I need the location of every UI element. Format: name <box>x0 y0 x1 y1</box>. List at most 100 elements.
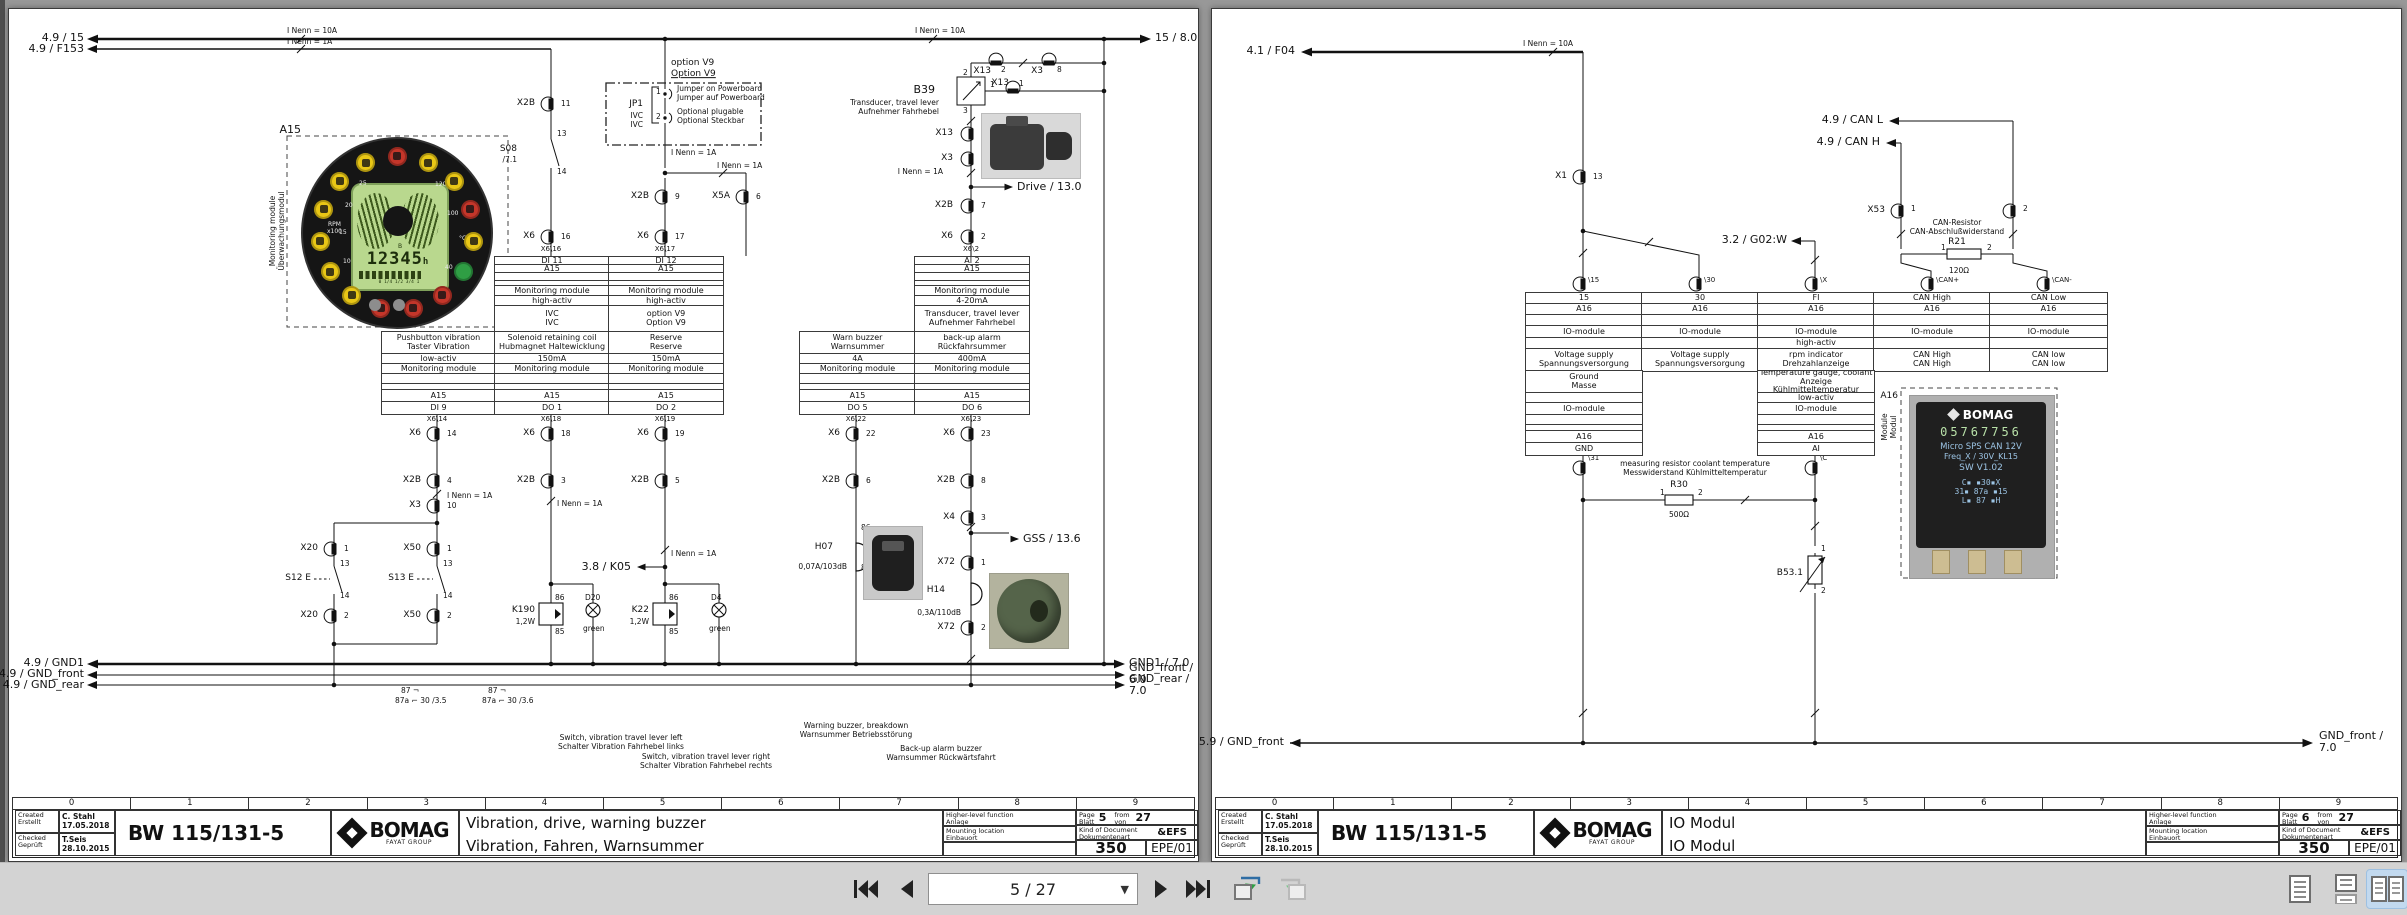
single-page-view-button[interactable] <box>2280 870 2320 908</box>
component-desc: Messwiderstand Kühlmitteltemperatur <box>1623 467 1767 477</box>
schematic-label: 11 <box>561 98 571 108</box>
schematic-label: X13 <box>973 66 991 77</box>
page-number-box[interactable]: 5 / 27 ▼ <box>928 873 1138 905</box>
schematic-label: \31 <box>1588 454 1600 463</box>
schematic-label: X4 <box>943 512 955 523</box>
wire-current: I Nenn = 10A <box>915 25 966 35</box>
service-icon <box>432 285 452 305</box>
ref-gndfront-left: 4.9 / GND_front <box>0 667 84 681</box>
gauge-scale-number: 10 <box>343 258 351 265</box>
wire-current: I Nenn = 1A <box>287 36 333 46</box>
component-label: B39 <box>913 83 935 97</box>
viewer-toolbar: 5 / 27 ▼ <box>0 862 2407 915</box>
signal-table-cell: AI <box>1757 442 1875 456</box>
ruler-number: 1 <box>131 798 250 809</box>
signal-table-cell: DI 9 <box>381 401 496 415</box>
schematic-label: 85 <box>555 626 565 636</box>
component-desc: measuring resistor coolant temperature <box>1620 458 1770 468</box>
transducer-photo <box>981 113 1081 179</box>
ruler-number: 8 <box>959 798 1077 809</box>
schematic-label: X13 <box>991 78 1009 89</box>
previous-page-button[interactable] <box>888 872 924 906</box>
schematic-label: 13 <box>557 128 567 138</box>
lcd-fuel-scale: 0 1/4 1/2 3/4 1 <box>378 280 420 285</box>
component-label: A16 <box>1880 391 1898 402</box>
bomag-diamond-icon <box>1539 817 1572 849</box>
component-label: H14 <box>926 585 945 596</box>
two-page-view-button[interactable] <box>2366 869 2407 909</box>
signal-table-cell: Warn buzzer Warnsummer <box>799 331 916 355</box>
doc-reference: EPE/01 <box>1146 840 1198 856</box>
schematic-label: 1 <box>656 86 661 96</box>
module-pin <box>1968 550 1986 574</box>
schematic-label: X20 <box>300 543 318 554</box>
schematic-label: 1 <box>981 557 986 567</box>
schematic-label: 13 <box>443 558 453 568</box>
schematic-label: I Nenn = 1A <box>447 490 493 500</box>
schematic-label: I Nenn = 1A <box>717 160 763 170</box>
schematic-label: 1 <box>1019 78 1024 88</box>
contact-reference: 87 ¬ <box>488 685 507 695</box>
next-view-button[interactable] <box>1276 872 1312 906</box>
warning-triangle-icon <box>403 298 423 318</box>
ref-gndfront-right: GND_front / 6.0 <box>1129 661 1194 686</box>
model-text: BW 115/131-5 <box>1331 821 1488 845</box>
text-line: Vibration, drive, warning buzzer <box>466 814 706 832</box>
lcd-value: 12345 <box>366 249 423 269</box>
text-line: from <box>2317 811 2333 819</box>
schematic-label: 3 <box>981 512 986 522</box>
indicator-glyph <box>409 304 417 313</box>
wire-current: I Nenn = 10A <box>287 25 338 35</box>
text-line: Einbauort <box>946 834 978 842</box>
text-line: Created <box>18 811 44 819</box>
ruler-number: 4 <box>1689 798 1808 809</box>
brand-name: BOMAG <box>1572 817 1652 842</box>
last-page-button[interactable] <box>1182 872 1218 906</box>
ref-canl-left: 4.9 / CAN L <box>1821 113 1883 127</box>
signal-table-cell: Transducer, travel lever Aufnehmer Fahrh… <box>914 305 1030 333</box>
signal-table-cell: Voltage supply Spannungsversorgung <box>1525 348 1643 372</box>
bomag-diamond-icon <box>1946 408 1960 421</box>
module-pin <box>1932 550 1950 574</box>
photo-slot <box>882 541 904 551</box>
next-page-button[interactable] <box>1144 872 1180 906</box>
text-line: Vibration, Fahren, Warnsummer <box>466 836 704 855</box>
component-label: B53.1 <box>1776 568 1803 579</box>
ref-15-right: 15 / 8.0 <box>1155 31 1198 45</box>
first-page-button[interactable] <box>846 872 882 906</box>
ruler-number: 3 <box>368 798 486 809</box>
photo-body <box>990 124 1044 170</box>
text-line: Blatt <box>1079 818 1095 825</box>
schematic-label: X6 <box>941 231 953 242</box>
ruler-number: 0 <box>1216 798 1335 809</box>
ref-15-left: 4.9 / 15 <box>41 31 84 45</box>
ruler-number: 7 <box>840 798 959 809</box>
continuous-view-button[interactable] <box>2326 870 2366 908</box>
signal-table-cell: Temperature gauge, coolant Anzeige Kühlm… <box>1757 370 1875 394</box>
schematic-label: X6\22 <box>845 415 867 424</box>
signal-table-cell: Ground Masse <box>1525 370 1643 394</box>
photo-hole <box>1030 600 1048 622</box>
beacon-icon <box>320 262 340 281</box>
schematic-label: 5 <box>675 475 680 485</box>
schematic-label: 18 <box>561 428 571 438</box>
previous-view-button[interactable] <box>1228 872 1264 906</box>
caption: Schalter Vibration Fahrhebel rechts <box>640 760 772 770</box>
schematic-label: X6\17 <box>654 245 676 254</box>
text-line: Anlage <box>946 818 969 826</box>
signal-table-cell: Voltage supply Spannungsversorgung <box>1641 348 1759 372</box>
schematic-label: 17 <box>675 231 685 241</box>
text-line: Page <box>1079 811 1095 819</box>
schematic-label: I Nenn = 1A <box>671 147 717 157</box>
schematic-label: S12 E <box>285 573 311 584</box>
kind-code: &EFS <box>2360 827 2390 838</box>
